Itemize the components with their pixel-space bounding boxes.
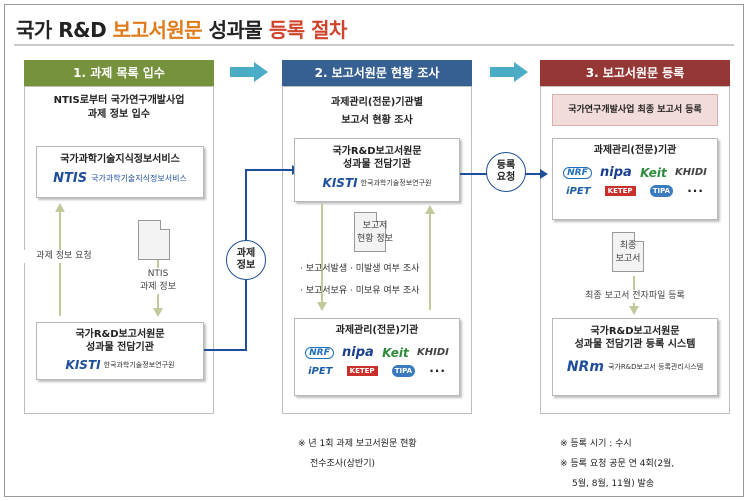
kisti-logo-col2-subtext: 한국과학기술정보연구원 bbox=[360, 179, 432, 187]
system-box-line-1: 국가R&D보고서원문 bbox=[590, 326, 680, 337]
ntis-box: 국가과학기술지식정보서비스 NTIS 국가과학기술지식정보서비스 bbox=[36, 146, 204, 198]
kisti-logo-col2: KISTI 한국과학기술정보연구원 bbox=[295, 176, 459, 190]
col3-footnote-line-1: ※ 등록 시기 : 수시 bbox=[560, 439, 632, 449]
registration-system-box: 국가R&D보고서원문 성과물 전담기관 등록 시스템 NRm 국가R&D보고서 … bbox=[552, 318, 718, 396]
agency-logos-col3: NRF nipa Keit KHIDI iPET KETEP TIPA ··· bbox=[553, 163, 717, 200]
report-status-line-1: 보고서 bbox=[362, 221, 388, 231]
ipet-logo: iPET bbox=[308, 365, 333, 377]
step-3-header: 3. 보고서원문 등록 bbox=[540, 60, 730, 86]
task-info-badge-line-1: 과제 bbox=[236, 248, 256, 259]
step-3-desc-text: 국가연구개발사업 최종 보고서 등록 bbox=[568, 105, 702, 115]
kisti-box-col1: 국가R&D보고서원문 성과물 전담기관 KISTI 한국과학기술정보연구원 bbox=[36, 322, 204, 380]
ketep-logo-col3: KETEP bbox=[604, 186, 636, 196]
nrf-logo: NRF bbox=[305, 346, 334, 359]
survey-bullet-1: · 보고서발생 · 미발생 여부 조사 bbox=[300, 264, 420, 274]
step-2-description: 과제관리(전문)기관별 보고서 현황 조사 bbox=[288, 94, 466, 130]
step-arrow-1 bbox=[230, 62, 268, 82]
register-request-line-1: 등록 bbox=[496, 160, 516, 171]
system-logo-mark: NRm bbox=[566, 359, 604, 375]
ipet-logo-col3: iPET bbox=[566, 185, 591, 197]
report-status-label: 보고서 현황 정보 bbox=[330, 220, 420, 246]
survey-arrow-down bbox=[317, 204, 327, 311]
kisti-box-line-1: 국가R&D보고서원문 bbox=[75, 329, 165, 340]
khidi-logo: KHIDI bbox=[416, 347, 449, 358]
step-2-desc-line-1: 과제관리(전문)기관별 bbox=[331, 97, 423, 108]
col3-footnote: ※ 등록 시기 : 수시 ※ 등록 요청 공문 연 4회(2월, 5월, 8월,… bbox=[560, 434, 674, 494]
task-info-request-label: 과제 정보 요청 bbox=[24, 250, 104, 263]
final-report-line-2: 보고서 bbox=[615, 254, 641, 264]
nipa-logo: nipa bbox=[342, 345, 374, 360]
agency-box-col2: 과제관리(전문)기관 NRF nipa Keit KHIDI iPET KETE… bbox=[294, 318, 460, 396]
survey-bullet-2: · 보고서보유 · 미보유 여부 조사 bbox=[300, 286, 420, 296]
final-report-label: 최종 보고서 bbox=[590, 240, 666, 266]
ntis-logo: NTIS 국가과학기술지식정보서비스 bbox=[37, 171, 203, 186]
col2-footnote: ※ 년 1회 과제 보고서원문 현황 전수조사(상반기) bbox=[298, 434, 417, 474]
agency-box-col3-title: 과제관리(전문)기관 bbox=[593, 145, 677, 156]
final-report-icon bbox=[612, 232, 644, 272]
ntis-info-line-1: NTIS bbox=[147, 269, 169, 279]
col2-footnote-line-2: 전수조사(상반기) bbox=[310, 459, 375, 469]
col2-footnote-line-1: ※ 년 1회 과제 보고서원문 현황 bbox=[298, 439, 417, 449]
task-info-badge-line-2: 정보 bbox=[236, 260, 256, 271]
agency-box-col2-title: 과제관리(전문)기관 bbox=[335, 325, 419, 336]
step-2-desc-line-2: 보고서 현황 조사 bbox=[341, 115, 413, 126]
nipa-logo-col3: nipa bbox=[600, 165, 632, 180]
ntis-logo-subtext: 국가과학기술지식정보서비스 bbox=[91, 174, 187, 183]
kisti-logo-mark: KISTI bbox=[65, 358, 101, 372]
task-info-badge: 과제 정보 bbox=[226, 240, 266, 280]
step-1-desc-line-2: 과제 정보 입수 bbox=[87, 109, 151, 120]
ntis-logo-mark: NTIS bbox=[53, 171, 88, 186]
register-request-line-2: 요청 bbox=[496, 172, 516, 183]
survey-arrow-up bbox=[425, 205, 435, 310]
step-arrow-2 bbox=[490, 62, 528, 82]
final-report-line-1: 최종 bbox=[619, 241, 637, 251]
system-box-line-2: 성과물 전담기관 등록 시스템 bbox=[574, 339, 696, 350]
file-upload-label: 최종 보고서 전자파일 등록 bbox=[552, 290, 718, 303]
ntis-info-label: NTIS 과제 정보 bbox=[118, 268, 198, 294]
step-2-header: 2. 보고서원문 현황 조사 bbox=[282, 60, 472, 86]
agency-logos-col2: NRF nipa Keit KHIDI iPET KETEP TIPA ··· bbox=[295, 343, 459, 380]
agency-box-col3: 과제관리(전문)기관 NRF nipa Keit KHIDI iPET KETE… bbox=[552, 138, 718, 220]
tipa-logo-col3: TIPA bbox=[649, 185, 674, 197]
title-part-4: 등록 절차 bbox=[268, 18, 348, 42]
diagram-frame bbox=[4, 4, 744, 497]
tipa-logo: TIPA bbox=[391, 365, 416, 377]
keit-logo: Keit bbox=[382, 345, 409, 360]
title-part-3: 성과물 bbox=[202, 18, 269, 42]
document-icon bbox=[138, 220, 170, 260]
kisti-logo: KISTI 한국과학기술정보연구원 bbox=[37, 358, 203, 372]
nrf-logo-col3: NRF bbox=[563, 166, 592, 179]
khidi-logo-col3: KHIDI bbox=[674, 167, 707, 178]
keit-logo-col3: Keit bbox=[640, 165, 667, 180]
system-logo-subtext: 국가R&D보고서 등록관리시스템 bbox=[607, 363, 704, 371]
kisti-box-col2: 국가R&D보고서원문 성과물 전담기관 KISTI 한국과학기술정보연구원 bbox=[294, 138, 460, 202]
request-arrow-up bbox=[55, 203, 65, 316]
kisti-box-col2-line-1: 국가R&D보고서원문 bbox=[332, 146, 422, 157]
step-1-description: NTIS로부터 국가연구개발사업 과제 정보 입수 bbox=[30, 94, 208, 122]
title-part-2: 보고서원문 bbox=[112, 18, 203, 42]
ketep-logo: KETEP bbox=[346, 366, 378, 376]
kisti-box-line-2: 성과물 전담기관 bbox=[86, 342, 154, 353]
title-divider bbox=[14, 44, 734, 46]
title-part-1: 국가 R&D bbox=[16, 18, 113, 42]
ntis-box-title: 국가과학기술지식정보서비스 bbox=[60, 154, 180, 165]
kisti-logo-col2-mark: KISTI bbox=[322, 176, 358, 190]
report-status-icon bbox=[354, 212, 386, 252]
report-status-line-2: 현황 정보 bbox=[357, 234, 393, 244]
survey-bullets: · 보고서발생 · 미발생 여부 조사 · 보고서보유 · 미보유 여부 조사 bbox=[300, 258, 419, 302]
col3-footnote-line-3: 5월, 8월, 11월) 발송 bbox=[572, 479, 655, 489]
step-1-desc-line-1: NTIS로부터 국가연구개발사업 bbox=[53, 95, 185, 106]
more-agencies-ellipsis: ··· bbox=[429, 364, 446, 378]
kisti-logo-subtext: 한국과학기술정보연구원 bbox=[103, 361, 175, 369]
col3-footnote-line-2: ※ 등록 요청 공문 연 4회(2월, bbox=[560, 459, 675, 469]
step-3-description: 국가연구개발사업 최종 보고서 등록 bbox=[552, 94, 718, 126]
step-1-header: 1. 과제 목록 입수 bbox=[24, 60, 214, 86]
more-agencies-ellipsis-col3: ··· bbox=[687, 184, 704, 198]
system-logo: NRm 국가R&D보고서 등록관리시스템 bbox=[553, 359, 717, 375]
kisti-box-col2-line-2: 성과물 전담기관 bbox=[343, 159, 411, 170]
page-title: 국가 R&D 보고서원문 성과물 등록 절차 bbox=[16, 14, 347, 43]
register-request-badge: 등록 요청 bbox=[486, 152, 526, 192]
ntis-info-line-2: 과제 정보 bbox=[140, 282, 176, 292]
